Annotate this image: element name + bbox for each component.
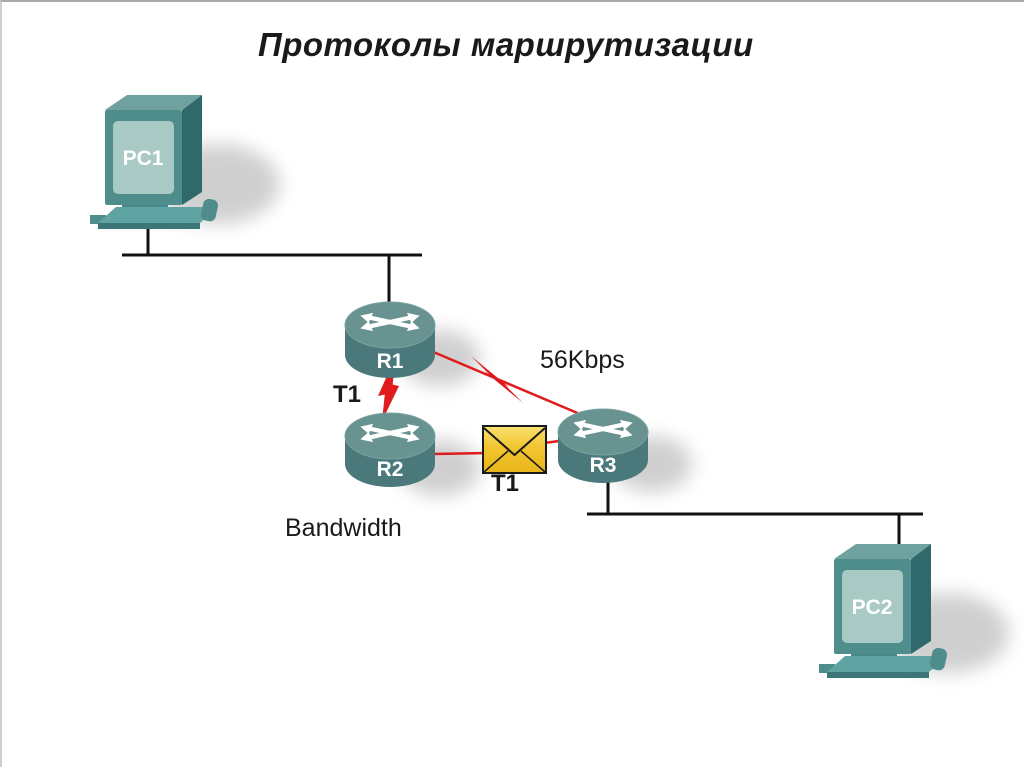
serial-link-r2-envelope <box>432 451 489 456</box>
router-r1: R1 <box>344 301 436 378</box>
envelope-icon <box>482 425 547 474</box>
mouse-icon <box>200 198 218 222</box>
pc1-icon: PC1 <box>90 95 218 229</box>
lightning-bolt-icon <box>471 356 523 403</box>
router-label: R2 <box>377 458 404 481</box>
serial-link-r1-r3 <box>430 349 595 422</box>
link-label-t1-top: T1 <box>333 381 361 408</box>
page-title: Протоколы маршрутизации <box>258 26 754 63</box>
pc-label: PC2 <box>852 596 893 619</box>
pc2-icon: PC2 <box>819 544 947 678</box>
mouse-icon <box>929 647 947 671</box>
router-r3: R3 <box>557 408 649 483</box>
router-label: R1 <box>377 350 404 373</box>
link-label-56kbps: 56Kbps <box>540 346 625 374</box>
link-label-t1-bottom: T1 <box>491 470 519 497</box>
bandwidth-label: Bandwidth <box>285 514 402 542</box>
pc-label: PC1 <box>123 147 164 170</box>
router-label: R3 <box>590 454 617 477</box>
router-r2: R2 <box>344 412 436 487</box>
